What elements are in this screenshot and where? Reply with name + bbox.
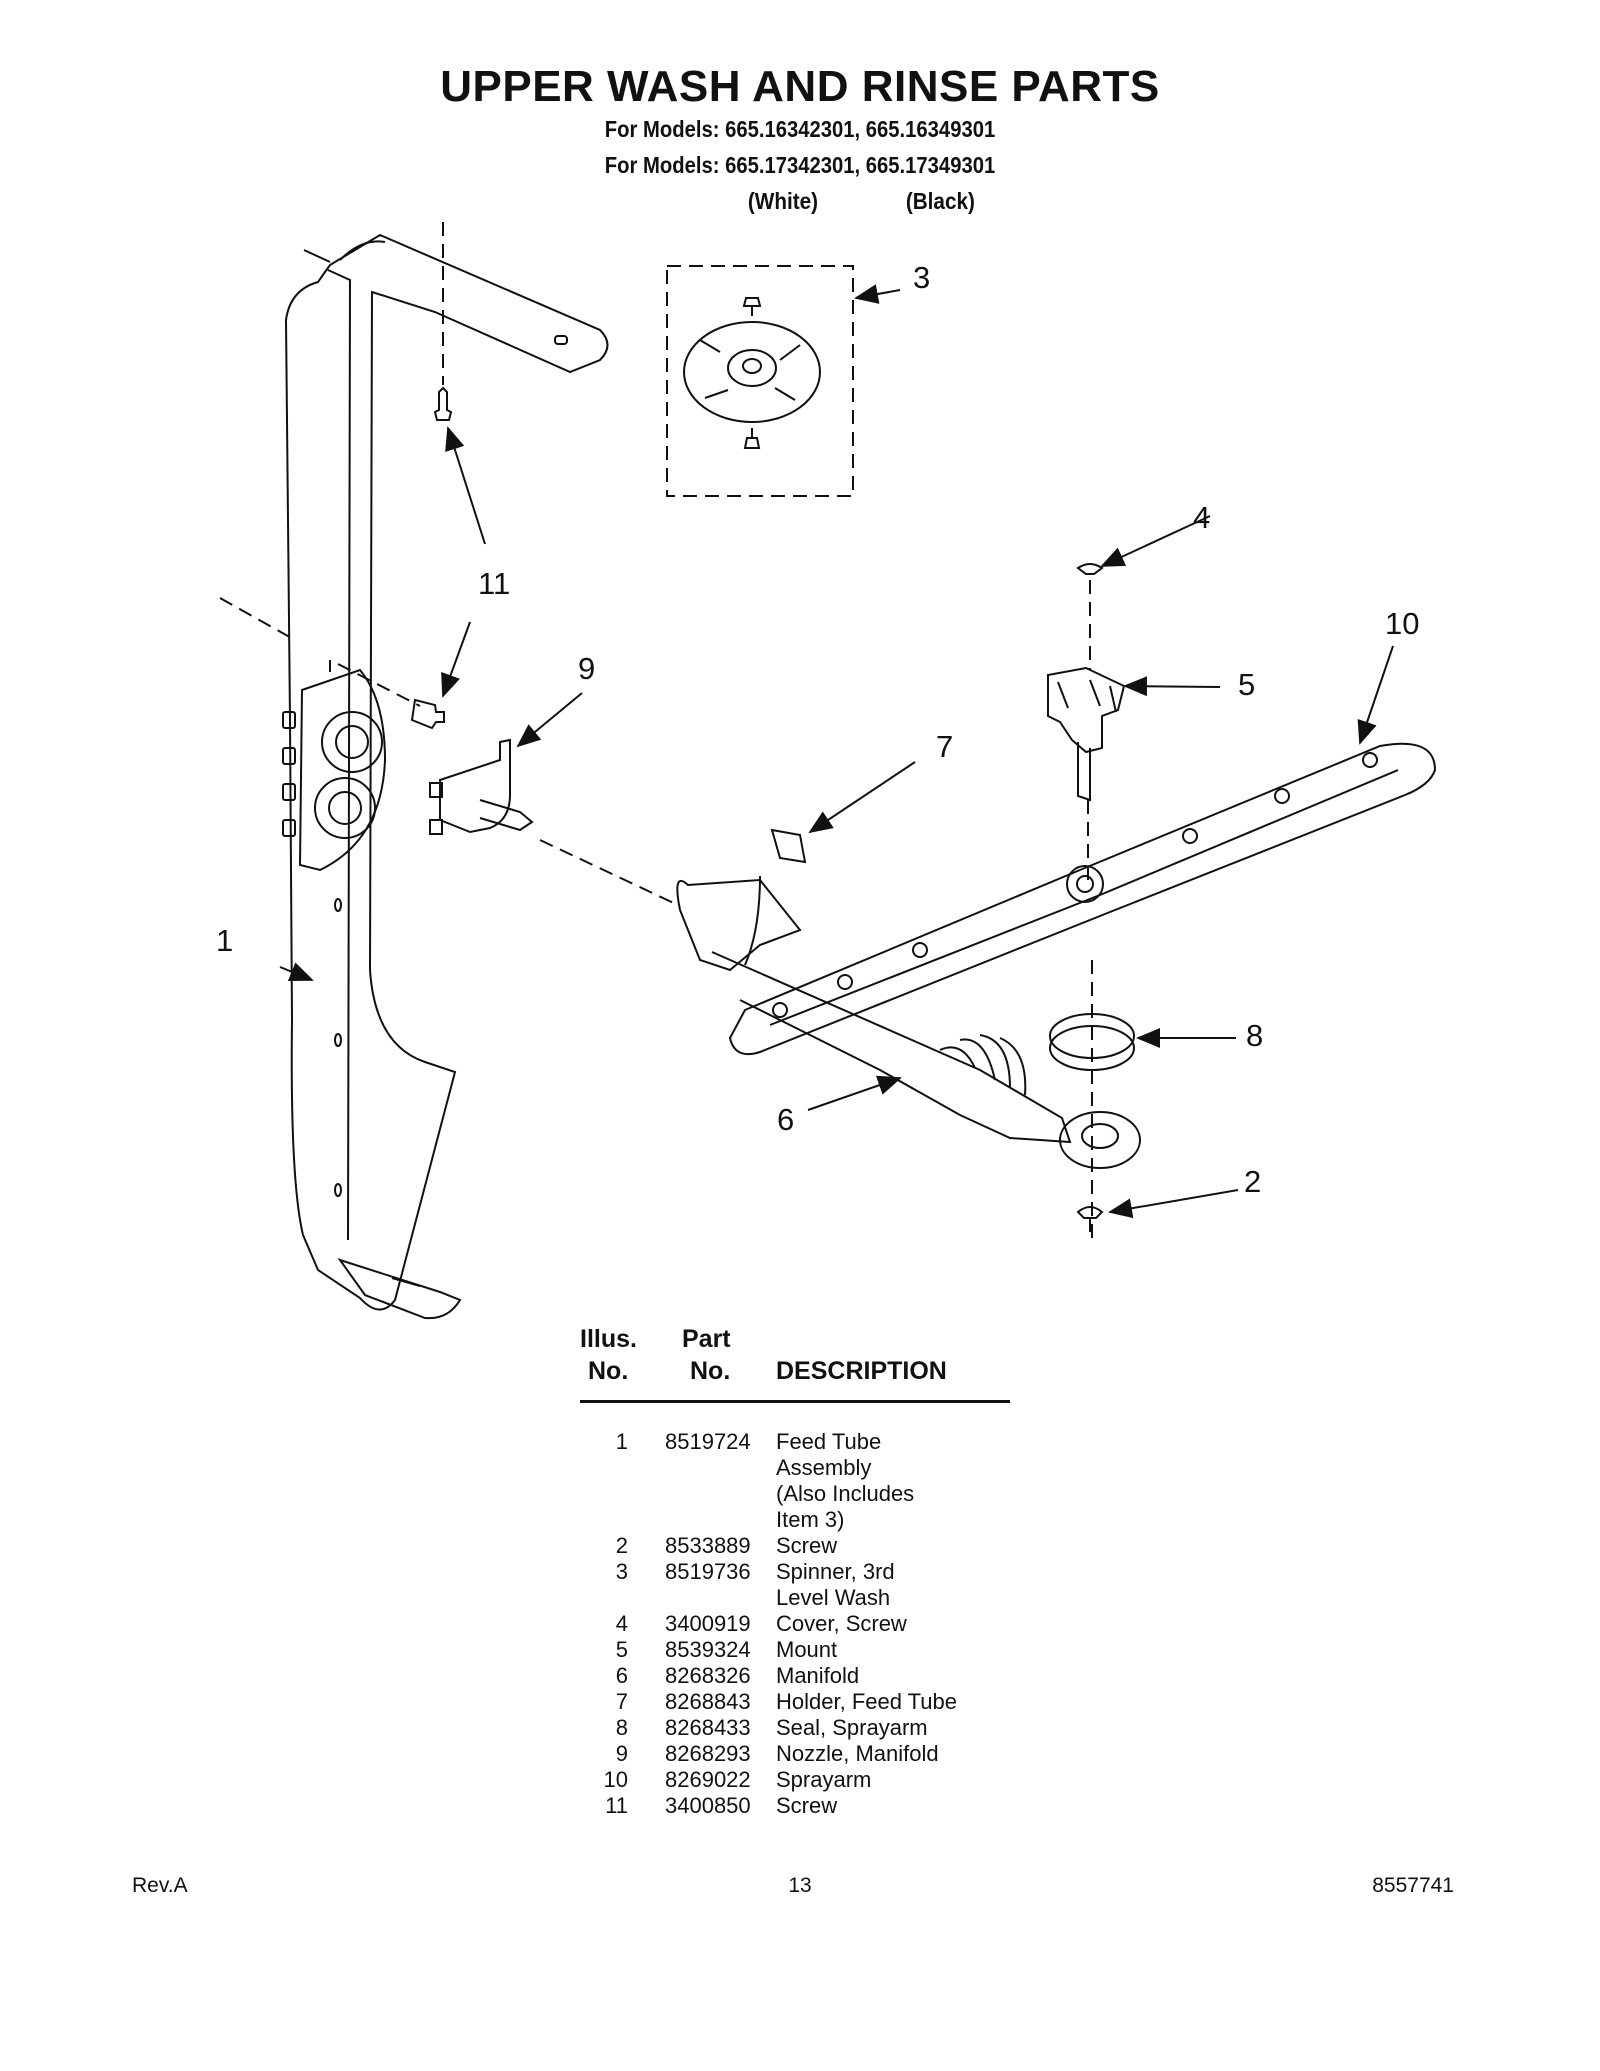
- sprayarm-drawing: [728, 742, 1437, 1056]
- callout-8: 8: [1246, 1018, 1263, 1053]
- illus-no: 4: [615, 1611, 628, 1636]
- part-no: 8268293: [665, 1741, 751, 1766]
- part-description: Screw: [776, 1533, 838, 1558]
- part-description: Feed Tube: [776, 1429, 882, 1454]
- illus-no: 7: [615, 1689, 628, 1714]
- part-no: 8519724: [665, 1429, 751, 1454]
- header-description: DESCRIPTION: [776, 1357, 947, 1385]
- illus-no: 5: [615, 1637, 628, 1662]
- illus-no: 1: [615, 1429, 628, 1454]
- illus-no: 10: [603, 1767, 628, 1792]
- parts-row: 7 8268843 Holder, Feed Tube: [580, 1689, 1080, 1715]
- variant-white: (White): [747, 188, 819, 214]
- header-illus-2: No.: [588, 1357, 629, 1385]
- part-description: Screw: [776, 1793, 838, 1818]
- parts-row: 6 8268326 Manifold: [580, 1663, 1080, 1689]
- part-no: 8519736: [665, 1559, 751, 1584]
- part-no: 8268433: [665, 1715, 751, 1740]
- feed-tube-assembly-drawing: [282, 233, 609, 1320]
- illus-no: 11: [605, 1793, 628, 1818]
- spinner-drawing: [666, 265, 854, 497]
- part-no: 3400850: [665, 1793, 751, 1818]
- part-description: Seal, Sprayarm: [776, 1715, 928, 1740]
- header-part-1: Part: [682, 1325, 731, 1353]
- callout-2: 2: [1244, 1164, 1261, 1199]
- parts-row: 2 8533889 Screw: [580, 1533, 1080, 1559]
- header-illus-1: Illus.: [580, 1325, 637, 1353]
- variant-black: (Black): [905, 188, 975, 214]
- mount-drawing: [1047, 563, 1126, 802]
- callout-7: 7: [936, 729, 953, 764]
- part-description: Spinner, 3rd: [776, 1559, 895, 1584]
- parts-row: 11 3400850 Screw: [580, 1793, 1080, 1819]
- manifold-tube-drawing: [676, 878, 1141, 1169]
- callout-10: 10: [1385, 606, 1419, 641]
- callout-4: 4: [1193, 500, 1210, 535]
- part-no: 8539324: [665, 1637, 751, 1662]
- header-rule: [580, 1400, 1010, 1403]
- callout-5: 5: [1238, 667, 1255, 702]
- part-description: Manifold: [776, 1663, 860, 1688]
- callout-6: 6: [777, 1102, 794, 1137]
- part-description: Sprayarm: [776, 1767, 872, 1792]
- part-no: 8533889: [665, 1533, 751, 1558]
- holder-drawing: [744, 828, 807, 966]
- assembly-lines: [219, 222, 1093, 1240]
- parts-row: 10 8269022 Sprayarm: [580, 1767, 1080, 1793]
- illus-no: 8: [615, 1715, 628, 1740]
- part-description: Cover, Screw: [776, 1611, 907, 1636]
- part-no: 8268326: [665, 1663, 751, 1688]
- header-part-2: No.: [690, 1357, 731, 1385]
- leader-arrows: [279, 284, 1394, 1219]
- callout-1: 1: [216, 923, 233, 958]
- part-description: (Also Includes: [776, 1481, 915, 1506]
- parts-row: 9 8268293 Nozzle, Manifold: [580, 1741, 1080, 1767]
- part-description: Holder, Feed Tube: [776, 1689, 958, 1714]
- part-description: Item 3): [776, 1507, 845, 1532]
- illus-no: 3: [615, 1559, 628, 1584]
- exploded-parts-diagram: 1 2 3 4 5 6 7 8 9 10 11: [216, 222, 1437, 1320]
- part-description: Mount: [776, 1637, 838, 1662]
- part-description: Nozzle, Manifold: [776, 1741, 939, 1766]
- part-no: 3400919: [665, 1611, 751, 1636]
- part-no: 8269022: [665, 1767, 751, 1792]
- models-line-2: For Models: 665.17342301, 665.17349301: [604, 152, 996, 178]
- footer-doc-number: 8557741: [1372, 1874, 1454, 1897]
- callout-3: 3: [913, 260, 930, 295]
- manifold-nozzle-drawing: [429, 738, 534, 835]
- footer-revision: Rev.A: [132, 1874, 188, 1897]
- illus-no: 2: [615, 1533, 628, 1558]
- page-title: UPPER WASH AND RINSE PARTS: [440, 62, 1160, 111]
- models-line-1: For Models: 665.16342301, 665.16349301: [604, 116, 996, 142]
- parts-row: 4 3400919 Cover, Screw: [580, 1611, 1080, 1637]
- callout-labels: 1 2 3 4 5 6 7 8 9 10 11: [216, 260, 1419, 1199]
- screw-2-drawing: [1076, 1206, 1104, 1232]
- illus-no: 9: [615, 1741, 628, 1766]
- part-no: 8268843: [665, 1689, 751, 1714]
- parts-row: 8 8268433 Seal, Sprayarm: [580, 1715, 1080, 1741]
- callout-11: 11: [478, 566, 510, 601]
- footer-page-number: 13: [788, 1874, 812, 1897]
- illus-no: 6: [615, 1663, 628, 1688]
- parts-row: 5 8539324 Mount: [580, 1637, 1080, 1663]
- part-description: Assembly: [776, 1455, 872, 1480]
- callout-9: 9: [578, 651, 595, 686]
- part-description: Level Wash: [776, 1585, 891, 1610]
- screw-11-drawings: [410, 386, 453, 730]
